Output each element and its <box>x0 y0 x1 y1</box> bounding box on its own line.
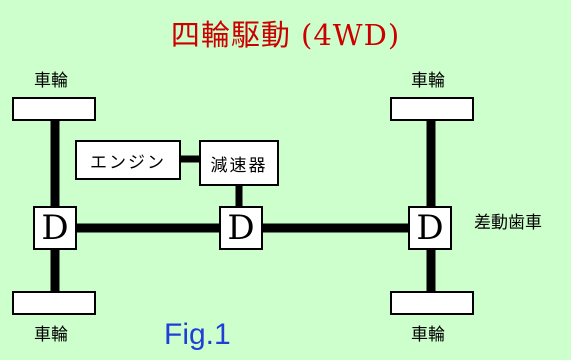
wheel-bottom-right <box>390 291 474 315</box>
wheel-label-bottom-right: 車輪 <box>411 325 445 345</box>
wheel-label-bottom-left: 車輪 <box>34 325 68 345</box>
differential-left: D <box>33 206 77 250</box>
differential-center: D <box>219 206 263 250</box>
figure-caption: Fig.1 <box>164 318 231 351</box>
wheel-top-right <box>390 97 474 121</box>
engine-box: エンジン <box>75 140 181 180</box>
wheel-top-left <box>12 97 96 121</box>
wheel-label-top-right: 車輪 <box>411 71 445 91</box>
differential-label: 差動歯車 <box>474 213 542 233</box>
differential-right: D <box>408 206 452 250</box>
wheel-bottom-left <box>12 291 96 315</box>
reducer-box: 減速器 <box>199 140 279 186</box>
wheel-label-top-left: 車輪 <box>34 71 68 91</box>
diagram-title: 四輪駆動 (4WD) <box>170 18 401 52</box>
